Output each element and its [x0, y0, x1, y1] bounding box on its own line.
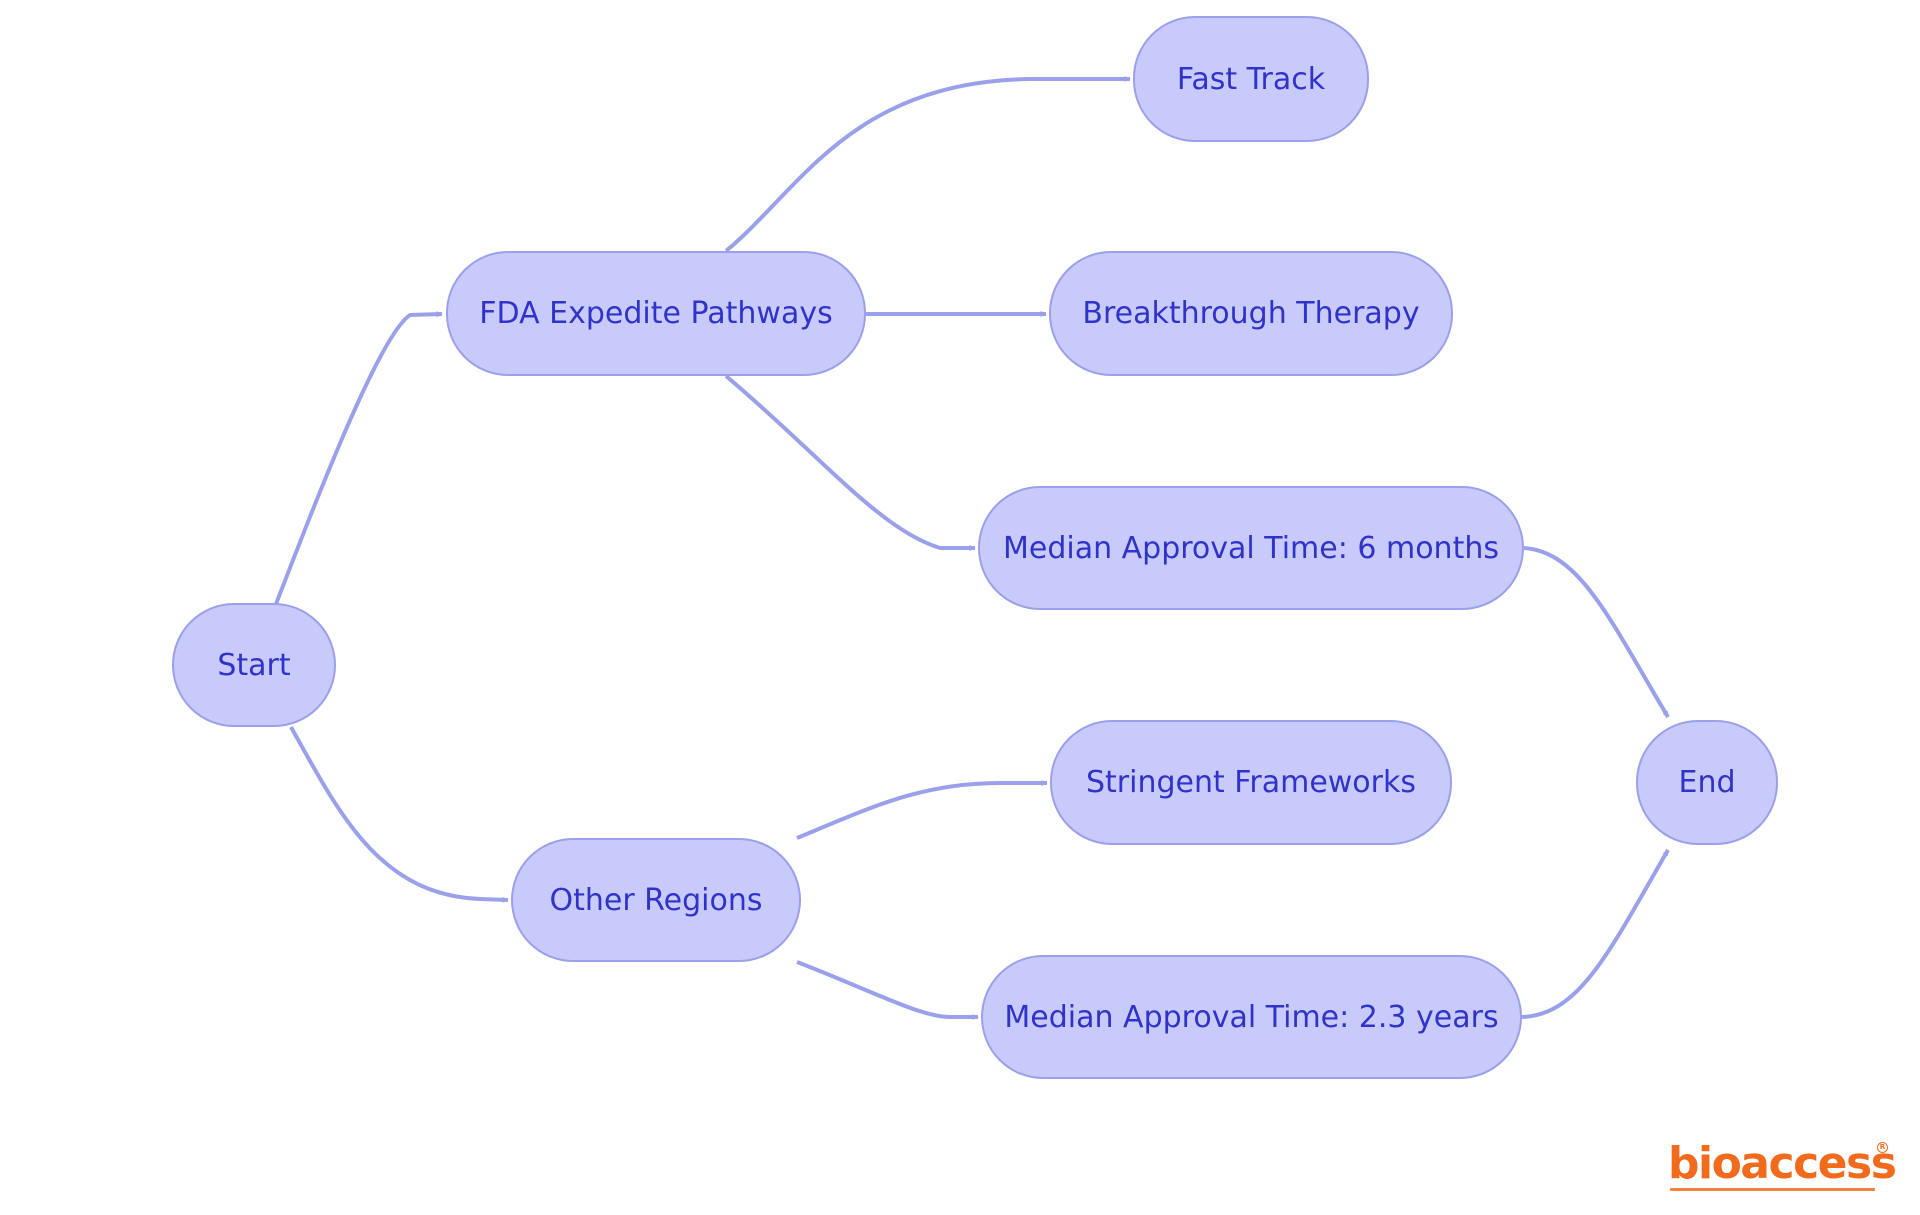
node-fda-expedite-pathways: FDA Expedite Pathways [446, 251, 866, 376]
node-breakthrough-therapy: Breakthrough Therapy [1049, 251, 1453, 376]
edge-other-to-stringent [796, 780, 1048, 840]
node-end-label: End [1678, 765, 1736, 800]
node-fast-track-label: Fast Track [1176, 61, 1326, 97]
edge-fda-to-fast-track [724, 76, 1131, 253]
node-stringent-frameworks: Stringent Frameworks [1050, 720, 1452, 845]
node-other-regions-label: Other Regions [549, 882, 763, 918]
edge-other-to-median-23y [796, 960, 979, 1020]
node-start-label: Start [217, 647, 291, 683]
node-breakthrough-therapy-label: Breakthrough Therapy [1082, 296, 1420, 331]
logo-tagline-icon [1670, 1188, 1875, 1191]
node-fda-expedite-pathways-label: FDA Expedite Pathways [479, 296, 833, 331]
edge-fda-to-median-6m [724, 374, 976, 551]
node-start: Start [172, 603, 336, 727]
node-fast-track: Fast Track [1133, 16, 1369, 142]
edge-start-to-fda [274, 311, 443, 605]
edge-median-6m-to-end [1523, 546, 1670, 719]
registered-mark-icon: R [1877, 1142, 1888, 1153]
node-median-approval-2-3-years-label: Median Approval Time: 2.3 years [1004, 999, 1499, 1035]
bioaccess-logo: bioaccess R [1668, 1140, 1897, 1192]
node-stringent-frameworks-label: Stringent Frameworks [1086, 765, 1416, 800]
node-median-approval-2-3-years: Median Approval Time: 2.3 years [981, 955, 1522, 1079]
node-median-approval-6-months-label: Median Approval Time: 6 months [1003, 530, 1499, 566]
node-other-regions: Other Regions [511, 838, 801, 962]
edge-median-23y-to-end [1521, 848, 1670, 1019]
node-end: End [1636, 720, 1778, 845]
logo-wordmark: bioaccess [1668, 1138, 1897, 1189]
edge-start-to-other [289, 726, 509, 903]
node-median-approval-6-months: Median Approval Time: 6 months [978, 486, 1524, 610]
